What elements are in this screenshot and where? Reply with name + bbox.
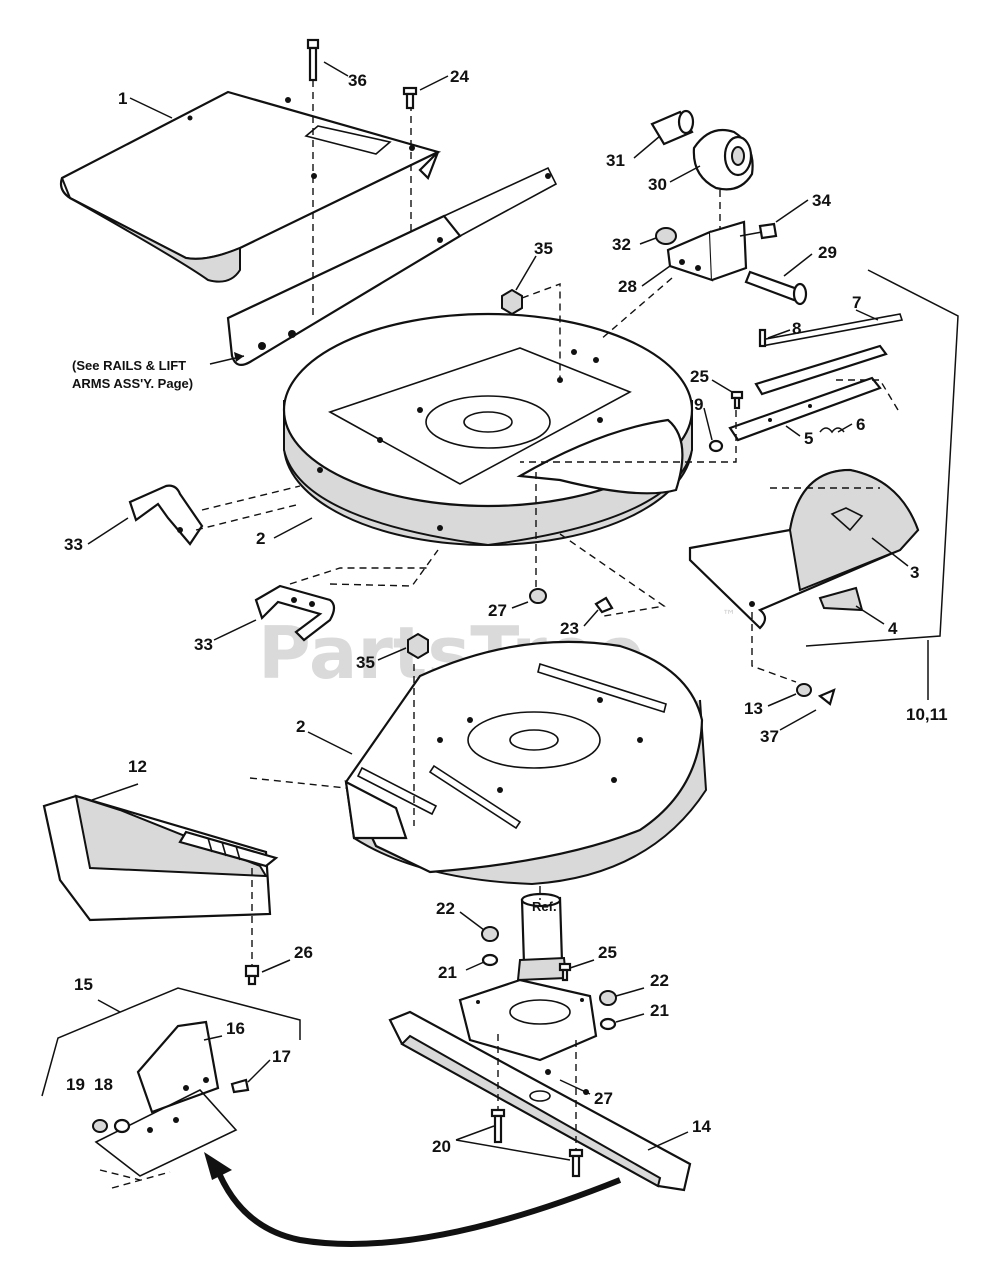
callout-2-lower: 2 — [296, 717, 305, 736]
callout-32: 32 — [612, 235, 631, 254]
watermark-tm: ™ — [722, 608, 736, 624]
callout-20: 20 — [432, 1137, 451, 1156]
ref-label: Ref. — [532, 899, 557, 914]
callout-14: 14 — [692, 1117, 711, 1136]
callout-34: 34 — [812, 191, 831, 210]
callout-23: 23 — [560, 619, 579, 638]
blade-end-section — [94, 1089, 238, 1189]
part-27-nut-upper — [529, 588, 547, 604]
callout-13: 13 — [744, 699, 763, 718]
callout-29: 29 — [818, 243, 837, 262]
callout-5: 5 — [804, 429, 813, 448]
part-32-nut — [655, 227, 677, 245]
part-19-nut — [92, 1119, 108, 1133]
callout-7: 7 — [852, 293, 861, 312]
callout-28: 28 — [618, 277, 637, 296]
callout-4: 4 — [888, 619, 898, 638]
callout-37: 37 — [760, 727, 779, 746]
note-line-2: ARMS ASS'Y. Page) — [72, 376, 193, 391]
part-6-spring — [819, 427, 845, 434]
part-7-rod — [759, 313, 904, 347]
spindle-hub — [458, 978, 598, 1062]
part-1-plate — [59, 90, 442, 283]
part-35-nut-lower — [407, 632, 429, 660]
slide-plate — [754, 344, 888, 396]
callout-21-left: 21 — [438, 963, 457, 982]
callout-21-right: 21 — [650, 1001, 669, 1020]
part-3-chute — [688, 468, 920, 630]
part-33-bracket-upper — [128, 484, 204, 546]
part-21-washer-left — [481, 953, 499, 967]
part-9-washer — [708, 439, 724, 453]
callout-22-left: 22 — [436, 899, 455, 918]
callout-36: 36 — [348, 71, 367, 90]
part-22-nut-right — [599, 990, 617, 1006]
screw-24 — [402, 86, 418, 110]
part-20-bolt-right — [568, 1148, 584, 1178]
part-29-bolt — [744, 270, 808, 306]
bracket-15 — [41, 987, 301, 1097]
part-2-lower-deck — [344, 640, 708, 886]
part-16-blade-lift — [136, 1020, 220, 1114]
part-31-spacer — [650, 109, 695, 146]
part-21-washer-right — [599, 1017, 617, 1031]
note-line-1: (See RAILS & LIFT — [72, 358, 186, 373]
part-25-screw-upper — [730, 390, 744, 410]
callout-10-11: 10,11 — [906, 705, 948, 724]
callout-1: 1 — [118, 89, 127, 108]
part-4-flap — [818, 586, 864, 612]
part-13-washer — [796, 683, 812, 697]
part-12-deflector — [42, 794, 279, 922]
callout-31: 31 — [606, 151, 625, 170]
callout-19: 19 — [66, 1075, 85, 1094]
callout-12: 12 — [128, 757, 147, 776]
callout-35-upper: 35 — [534, 239, 553, 258]
part-34-bolt — [739, 222, 778, 240]
part-22-nut-left — [481, 926, 499, 942]
part-28-bracket — [666, 220, 748, 282]
callout-6: 6 — [856, 415, 865, 434]
callout-18: 18 — [94, 1075, 113, 1094]
callout-3: 3 — [910, 563, 919, 582]
rail-bracket — [226, 166, 558, 367]
part-14-blade — [388, 1010, 692, 1192]
bracket-10-11 — [805, 269, 959, 647]
callout-27-upper: 27 — [488, 601, 507, 620]
callout-15: 15 — [74, 975, 93, 994]
part-25-screw-lower — [558, 962, 572, 982]
callout-33-lower: 33 — [194, 635, 213, 654]
spindle — [516, 892, 568, 982]
callout-25-upper: 25 — [690, 367, 709, 386]
callout-35-lower: 35 — [356, 653, 375, 672]
part-33-bracket-lower — [254, 584, 336, 642]
part-30-roller — [692, 128, 754, 191]
part-37-wingnut — [817, 688, 836, 706]
part-20-bolt-left — [490, 1108, 506, 1144]
callout-25-lower: 25 — [598, 943, 617, 962]
callout-30: 30 — [648, 175, 667, 194]
part-18-washer — [113, 1118, 131, 1134]
callout-17: 17 — [272, 1047, 291, 1066]
callout-26: 26 — [294, 943, 313, 962]
callout-22-right: 22 — [650, 971, 669, 990]
screw-36 — [306, 38, 320, 82]
curved-arrow — [204, 1152, 622, 1247]
part-23-screw — [594, 596, 614, 614]
callout-2-upper: 2 — [256, 529, 265, 548]
callout-16: 16 — [226, 1019, 245, 1038]
part-35-nut-upper — [501, 288, 523, 316]
part-2-upper-housing — [282, 312, 694, 547]
callout-27-lower: 27 — [594, 1089, 613, 1108]
callout-33-upper: 33 — [64, 535, 83, 554]
part-26-screw — [244, 964, 260, 986]
part-17-screw — [230, 1078, 250, 1094]
callout-9: 9 — [694, 395, 703, 414]
part-8-pin — [758, 328, 767, 348]
callout-8: 8 — [792, 319, 801, 338]
callout-24: 24 — [450, 67, 469, 86]
